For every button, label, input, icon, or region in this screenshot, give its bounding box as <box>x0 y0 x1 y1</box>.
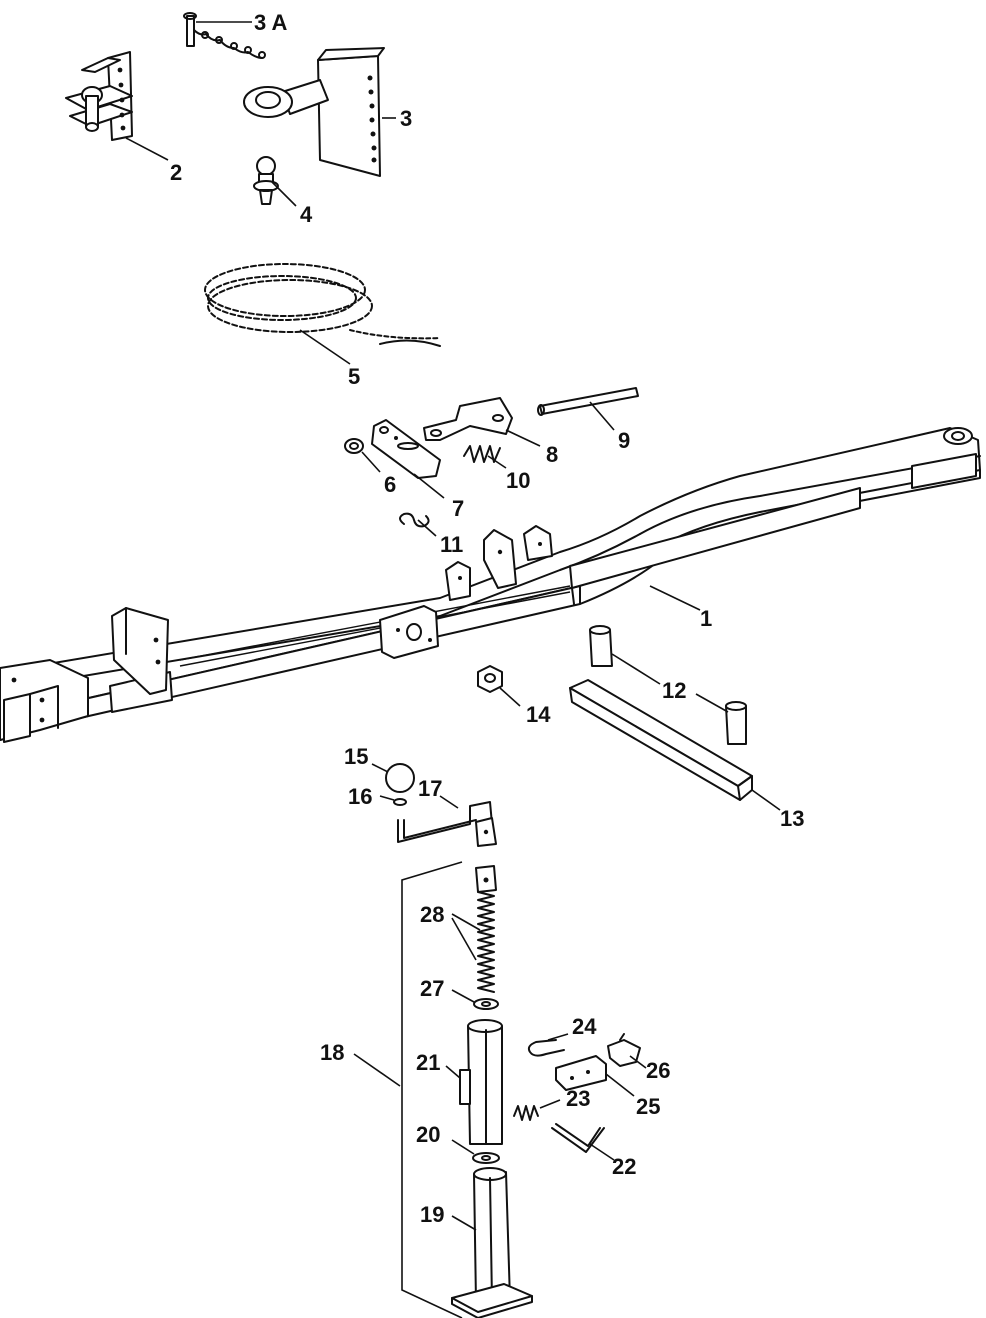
callout-10: 10 <box>506 468 530 493</box>
part-6-bushing <box>344 438 381 473</box>
part-11-s-hook <box>399 512 437 537</box>
part-4-hitch-ball <box>253 156 297 207</box>
callout-3a: 3 A <box>254 10 288 35</box>
callout-2: 2 <box>170 160 182 185</box>
part-23-spring <box>513 1099 561 1121</box>
callout-22: 22 <box>612 1154 636 1179</box>
callout-7: 7 <box>452 496 464 521</box>
callout-16: 16 <box>348 784 372 809</box>
part-21-inner-tube <box>445 1019 503 1145</box>
part-14-nut <box>477 665 521 707</box>
part-10-spring <box>463 445 507 469</box>
callout-5: 5 <box>348 364 360 389</box>
callout-20: 20 <box>416 1122 440 1147</box>
part-17-crank-handle <box>397 795 497 847</box>
callout-27: 27 <box>420 976 444 1001</box>
callout-1: 1 <box>700 606 712 631</box>
part-24-u-bolt <box>527 1033 569 1057</box>
callout-18: 18 <box>320 1040 344 1065</box>
callout-15: 15 <box>344 744 368 769</box>
part-1-main-frame <box>0 427 981 743</box>
part-7-slotted-link <box>371 419 445 499</box>
callout-12: 12 <box>662 678 686 703</box>
callout-14: 14 <box>526 702 551 727</box>
part-9-pin <box>537 387 639 431</box>
part-3a-hitch-pin-chain <box>183 12 266 59</box>
part-3-ball-hitch-bracket <box>243 47 396 177</box>
part-5-safety-chain-coil <box>204 263 441 365</box>
part-26-clamp <box>607 1033 647 1069</box>
part-20-washer <box>451 1139 500 1164</box>
callout-11: 11 <box>440 532 463 557</box>
callout-21: 21 <box>416 1050 440 1075</box>
part-8-latch-bracket <box>423 397 541 447</box>
part-13-channel-bar <box>569 679 781 811</box>
part-16-clip <box>379 795 407 806</box>
callout-3: 3 <box>400 106 412 131</box>
part-15-knob <box>371 763 415 793</box>
callout-labels: 3 A 2 3 4 5 9 8 10 6 7 11 1 12 14 13 15 … <box>170 10 804 1227</box>
callout-19: 19 <box>420 1202 444 1227</box>
part-27-washer <box>451 989 499 1010</box>
part-19-outer-tube-foot <box>451 1167 533 1318</box>
part-22-l-pin <box>551 1123 615 1161</box>
callout-24: 24 <box>572 1014 597 1039</box>
callout-9: 9 <box>618 428 630 453</box>
callout-17: 17 <box>418 776 442 801</box>
callout-26: 26 <box>646 1058 670 1083</box>
part-2-clevis-hitch <box>65 51 169 161</box>
callout-6: 6 <box>384 472 396 497</box>
callout-13: 13 <box>780 806 804 831</box>
callout-28: 28 <box>420 902 444 927</box>
callout-4: 4 <box>300 202 313 227</box>
callout-25: 25 <box>636 1094 660 1119</box>
part-12-sleeves <box>589 625 747 745</box>
callout-8: 8 <box>546 442 558 467</box>
part-28-jack-screw <box>451 865 497 993</box>
callout-23: 23 <box>566 1086 590 1111</box>
part-18-jack-assembly <box>353 861 463 1318</box>
part-25-bracket-plate <box>555 1055 635 1097</box>
